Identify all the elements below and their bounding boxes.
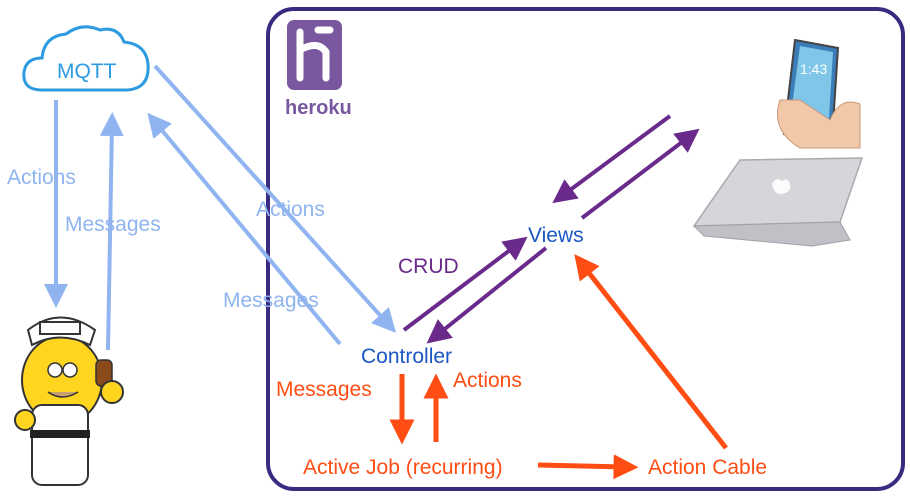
phone-image: 1:43 <box>777 38 861 149</box>
mqtt-cloud-icon: MQTT <box>22 25 150 92</box>
phone-time: 1:43 <box>800 61 827 77</box>
mqtt-label: MQTT <box>57 60 117 83</box>
node-controller: Controller <box>361 345 452 368</box>
heroku-wordmark: heroku <box>285 97 352 119</box>
laptop-image <box>692 157 864 247</box>
label-job-actions: Actions <box>453 369 522 392</box>
label-job-messages: Messages <box>276 378 372 401</box>
node-views: Views <box>528 224 584 247</box>
arrow-views-to-devices <box>580 128 700 220</box>
arrow-job-to-action-cable <box>537 454 639 480</box>
homer-character-image <box>14 316 124 486</box>
label-left-actions: Actions <box>7 166 76 189</box>
node-action-cable: Action Cable <box>648 456 767 479</box>
node-active-job: Active Job (recurring) <box>303 456 503 479</box>
arrow-devices-to-views <box>552 114 672 204</box>
label-crud: CRUD <box>398 255 459 278</box>
arrow-action-cable-to-views <box>574 254 728 450</box>
arrow-controller-to-views <box>402 236 528 332</box>
arrow-mqtt-to-controller <box>153 64 397 333</box>
arrow-controller-to-mqtt <box>147 112 342 346</box>
label-left-messages: Messages <box>65 213 161 236</box>
label-diag-actions: Actions <box>256 198 325 221</box>
arrow-views-to-controller <box>426 246 548 344</box>
label-diag-messages: Messages <box>223 289 319 312</box>
arrow-homer-to-mqtt <box>99 112 124 351</box>
heroku-frame <box>266 7 905 491</box>
heroku-logo: heroku <box>285 20 352 119</box>
